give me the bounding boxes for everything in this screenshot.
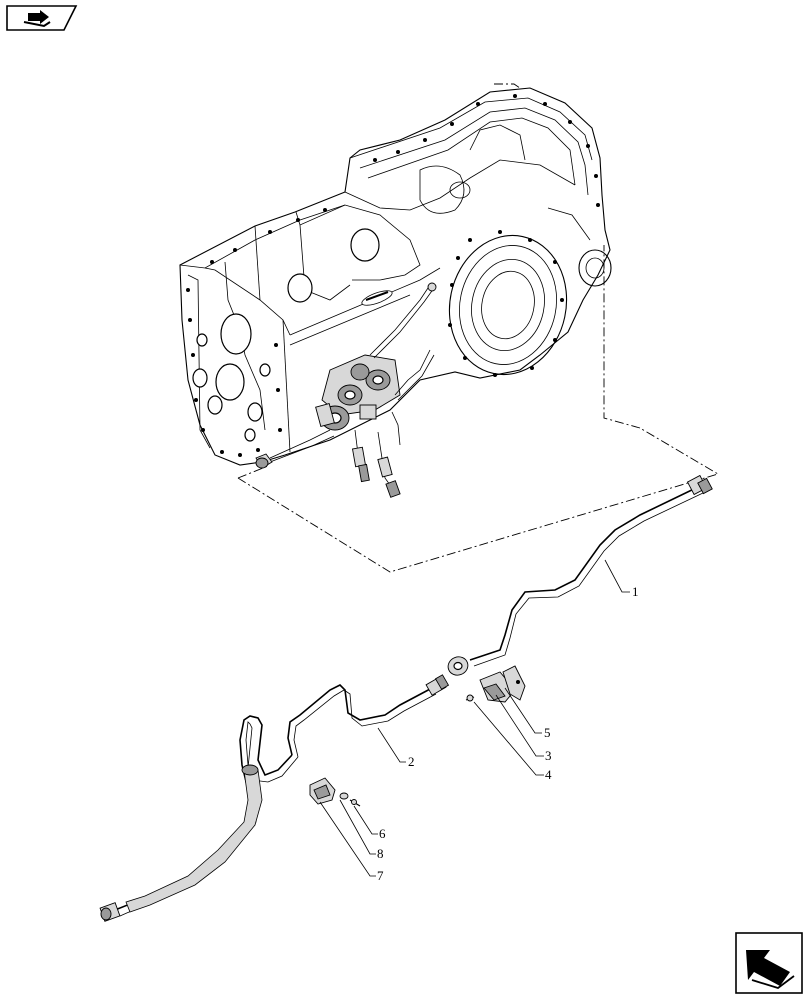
- callout-3: 3: [545, 748, 552, 763]
- brand-logo: [361, 290, 393, 306]
- clamp-assembly-top: [465, 665, 526, 703]
- callout-8: 8: [377, 846, 384, 861]
- book-arrow-icon[interactable]: [6, 5, 78, 31]
- previous-page-arrow-icon[interactable]: [735, 932, 803, 994]
- clamp-assembly-bottom: [309, 777, 361, 807]
- callout-2: 2: [408, 754, 415, 769]
- callout-leaders: [319, 559, 630, 877]
- callout-7: 7: [377, 868, 384, 883]
- hydraulic-tube-2: [99, 674, 450, 922]
- bolt-holes: [186, 94, 600, 457]
- hydraulic-tube-1: [447, 474, 713, 676]
- callout-6: 6: [379, 826, 386, 841]
- assembly-reference-lines: [237, 83, 720, 573]
- callout-1: 1: [632, 584, 639, 599]
- valve-block: [255, 282, 437, 498]
- callout-5: 5: [544, 725, 551, 740]
- callout-4: 4: [545, 767, 552, 782]
- transmission-housing: [179, 87, 612, 466]
